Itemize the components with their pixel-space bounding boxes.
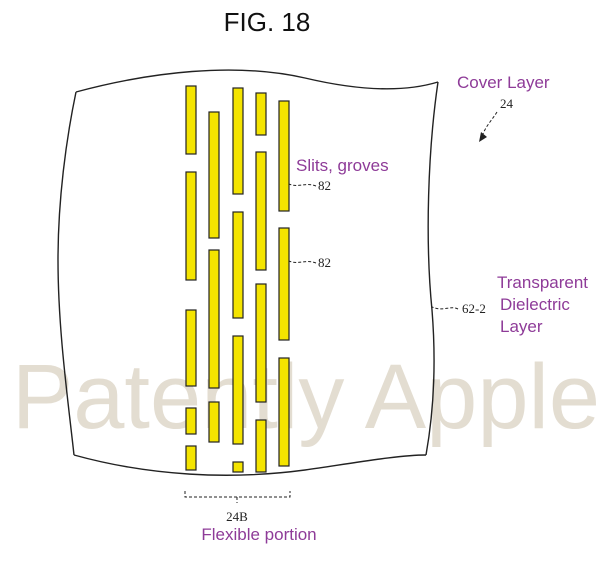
- slit: [279, 228, 289, 340]
- slit: [279, 358, 289, 466]
- slit: [186, 310, 196, 386]
- cover-layer-label: Cover Layer: [457, 73, 550, 92]
- dielectric-label-line3: Layer: [500, 317, 543, 336]
- slit: [209, 112, 219, 238]
- slit: [209, 402, 219, 442]
- flexible-portion-label: Flexible portion: [201, 525, 316, 544]
- watermark-text: Patently Apple: [12, 346, 600, 448]
- slit: [233, 212, 243, 318]
- slit: [256, 420, 266, 472]
- dielectric-ref: 62-2: [462, 301, 486, 316]
- slits-groves-label: Slits, groves: [296, 156, 389, 175]
- slit: [186, 446, 196, 470]
- dielectric-leader: [432, 307, 458, 309]
- slit: [209, 250, 219, 388]
- slit: [186, 86, 196, 154]
- slit: [256, 284, 266, 402]
- slit: [186, 408, 196, 434]
- slits-ref-a: 82: [318, 178, 331, 193]
- slits-ref-b: 82: [318, 255, 331, 270]
- slit: [233, 336, 243, 444]
- slits-leader-a: [289, 184, 316, 186]
- sheet-top-edge: [76, 70, 438, 92]
- slit: [279, 101, 289, 211]
- dielectric-label-line2: Dielectric: [500, 295, 570, 314]
- figure-title: FIG. 18: [224, 7, 311, 37]
- slit: [233, 88, 243, 194]
- sheet-bottom-edge: [74, 455, 426, 475]
- slit: [256, 152, 266, 270]
- cover-layer-ref: 24: [500, 96, 514, 111]
- slit: [256, 93, 266, 135]
- slits-leader-b: [289, 261, 316, 263]
- flexible-portion-bracket: [185, 491, 290, 503]
- cover-layer-leader: [483, 112, 497, 134]
- slit: [233, 462, 243, 472]
- slit: [186, 172, 196, 280]
- dielectric-label-line1: Transparent: [497, 273, 588, 292]
- flexible-portion-ref: 24B: [226, 509, 248, 524]
